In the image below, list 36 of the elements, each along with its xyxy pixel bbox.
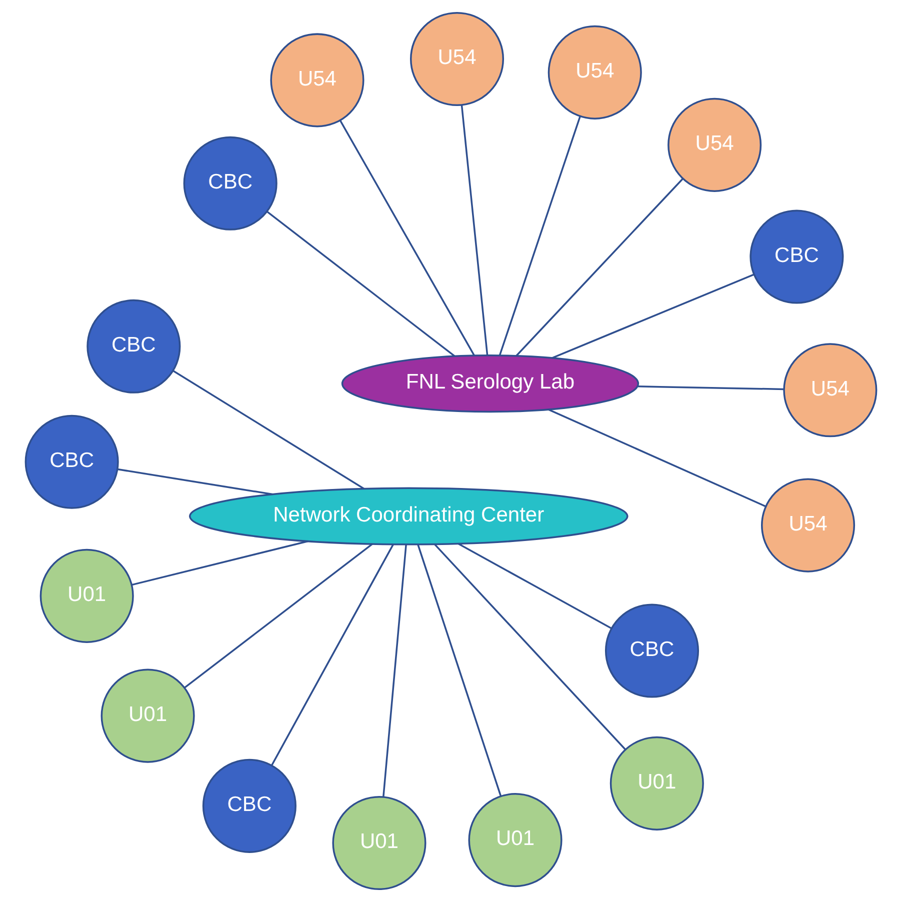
connector [417, 544, 502, 796]
node-circle: U01 [468, 793, 562, 888]
node-circle: U54 [410, 12, 504, 106]
connector [266, 210, 456, 357]
connector [552, 274, 754, 359]
node-circle: U54 [548, 25, 642, 120]
node-circle: CBC [86, 299, 181, 394]
node-circle: CBC [202, 758, 296, 853]
connector [132, 540, 308, 586]
node-circle: CBC [24, 414, 119, 509]
node-circle: CBC [604, 604, 700, 698]
connector [548, 408, 766, 508]
connector [498, 116, 581, 356]
connector [460, 105, 488, 356]
connector [339, 120, 475, 356]
connector [172, 370, 364, 490]
node-circle: CBC [750, 210, 844, 304]
node-circle: U54 [761, 478, 856, 572]
connector [516, 178, 684, 356]
connector [270, 544, 394, 766]
node-circle: U01 [610, 736, 704, 830]
connector [382, 544, 407, 797]
node-circle: CBC [183, 136, 278, 230]
node-circle: U01 [40, 548, 134, 643]
node-circle: U01 [332, 796, 426, 890]
connector [434, 544, 626, 750]
node-ellipse: FNL Serology Lab [341, 354, 640, 413]
connector [638, 386, 784, 390]
connector [184, 543, 373, 688]
node-circle: U54 [270, 33, 364, 128]
node-circle: U01 [100, 668, 195, 763]
node-ellipse: Network Coordinating Center [188, 487, 628, 546]
connector [117, 468, 272, 496]
node-circle: U54 [783, 343, 878, 438]
node-circle: U54 [668, 98, 762, 192]
connector [458, 542, 612, 630]
